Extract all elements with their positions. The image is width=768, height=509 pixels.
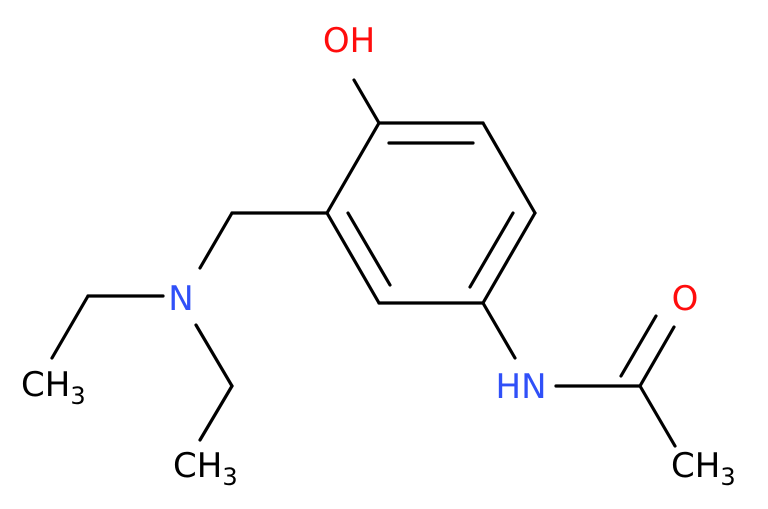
ring-bond-lower-left	[325, 211, 381, 305]
methyl-label-bottom: CH3	[173, 446, 238, 491]
methyl-main: CH	[21, 365, 70, 405]
methyl-subscript: 3	[222, 463, 237, 491]
benzene-ring	[325, 121, 537, 305]
amine-nitrogen-label: N	[168, 279, 193, 319]
hydroxyl-label: OH	[323, 21, 375, 61]
bond-ring-amide-n	[481, 301, 517, 360]
ring-bond-lower-left-inner	[346, 211, 392, 287]
bond-carbonyl-oxygen	[638, 325, 676, 388]
ring-bond-upper-right	[481, 121, 537, 215]
amide-nh-label: HN	[496, 367, 547, 407]
methyl-main: CH	[173, 446, 222, 486]
bond-methylene-nitrogen	[198, 211, 234, 270]
bond-nitrogen-ethyl2	[194, 323, 234, 388]
bond-ethyl1-methyl	[50, 294, 90, 360]
methyl-main: CH	[671, 446, 720, 486]
methyl-label-right: CH3	[671, 446, 736, 491]
bond-carbonyl-methyl	[638, 384, 677, 448]
bond-ethyl2-methyl	[198, 384, 234, 442]
bond-carbonyl-oxygen-second	[619, 314, 658, 378]
ring-bond-lower-right-inner	[468, 211, 515, 289]
ring-bond-lower-right	[481, 211, 537, 305]
carbonyl-oxygen-label: O	[672, 279, 699, 319]
methyl-subscript: 3	[720, 463, 735, 491]
bond-ring-hydroxyl	[352, 78, 381, 125]
methyl-label-left: CH3	[21, 365, 86, 410]
methyl-subscript: 3	[70, 382, 85, 410]
ring-bond-upper-left	[325, 121, 381, 215]
